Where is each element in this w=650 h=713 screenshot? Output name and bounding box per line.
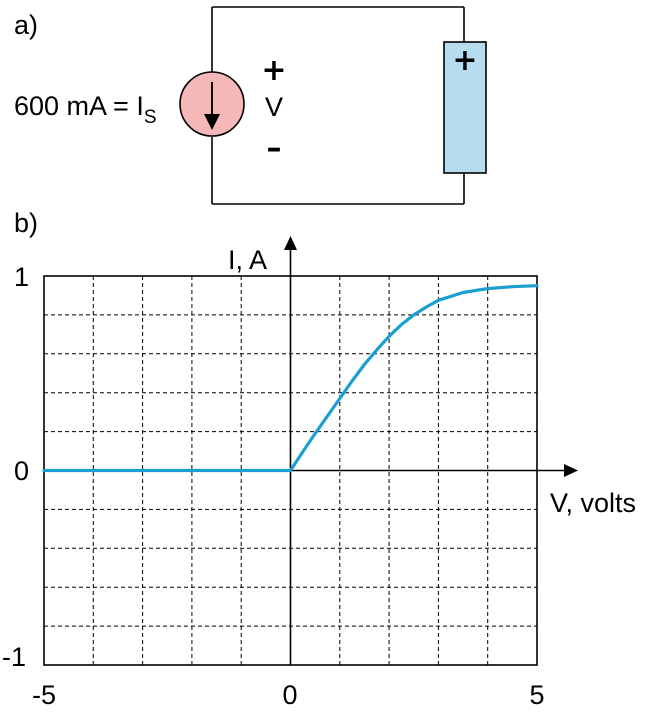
voltage-label: V [265, 92, 283, 122]
battery-plus-sign: + [452, 43, 477, 78]
x-tick-label: 0 [282, 680, 297, 710]
panel-b-label: b) [14, 208, 38, 238]
source-subscript: S [144, 107, 157, 128]
circuit-diagram: a) 600 mA = IS + V – + [14, 6, 487, 205]
iv-chart: b) I, A V, volts 1 0 -1 -5 0 5 [2, 208, 636, 710]
panel-a-label: a) [14, 10, 38, 40]
voltage-minus-sign: – [267, 131, 282, 166]
x-tick-label: 5 [529, 680, 544, 710]
y-tick-label: -1 [2, 642, 26, 672]
y-tick-label: 1 [14, 262, 29, 292]
down-arrow-icon [204, 114, 220, 130]
x-axis-label: V, volts [550, 488, 636, 518]
battery-element [443, 41, 487, 174]
current-source [179, 71, 245, 137]
voltage-plus-sign: + [261, 53, 286, 88]
y-axis-arrow-icon [284, 236, 297, 250]
circuit-wires [211, 6, 465, 205]
iv-curve-series [42, 284, 539, 473]
x-axis-arrow-icon [564, 464, 578, 477]
x-tick-label: -5 [32, 680, 56, 710]
y-axis-label: I, A [228, 245, 267, 275]
y-tick-label: 0 [14, 456, 29, 486]
source-label: 600 mA = IS [14, 91, 157, 128]
